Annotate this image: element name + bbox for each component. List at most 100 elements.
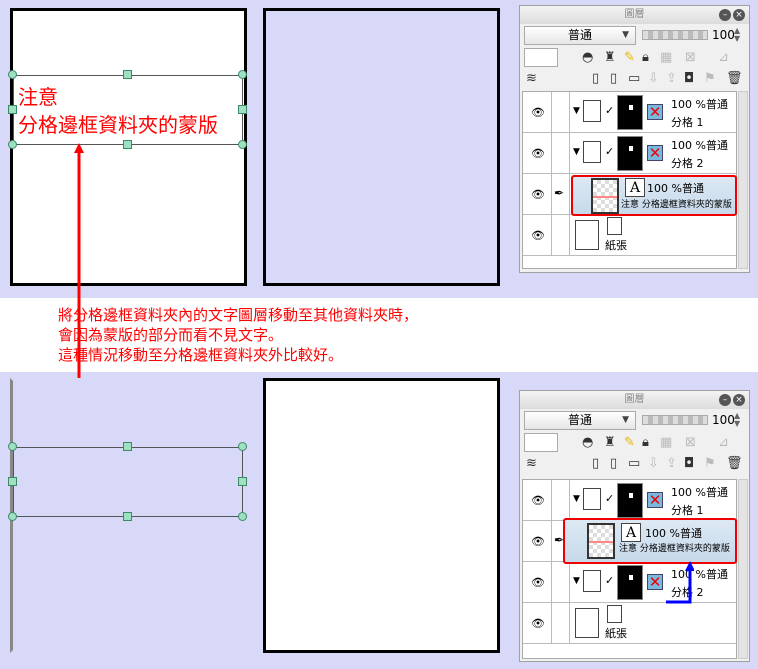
close-icon[interactable]: × — [733, 394, 745, 406]
layer-list-scrollbar[interactable] — [738, 91, 748, 269]
handle[interactable] — [123, 70, 132, 79]
minimize-icon[interactable]: – — [719, 9, 731, 21]
selected-layer-highlight[interactable]: A 100 %普通 注意 分格邊框資料夾的蒙版 — [571, 175, 737, 216]
layer-opacity-mode: 100 %普通 — [671, 568, 728, 581]
layer-row-text[interactable]: 👁︎ ✒︎ A 100 %普通 注意 分格邊框資料夾的蒙版 — [523, 174, 737, 216]
opacity-slider[interactable] — [642, 415, 708, 425]
handle[interactable] — [123, 442, 132, 451]
lock-icon[interactable]: 🔒︎ — [642, 435, 649, 450]
opacity-value[interactable]: 100 — [712, 413, 735, 427]
expand-triangle-icon[interactable]: ▼ — [573, 576, 580, 586]
handle[interactable] — [8, 105, 17, 114]
text-selection-box-moved[interactable] — [13, 447, 243, 517]
merge-down-icon[interactable]: ⇪ — [666, 71, 677, 86]
eye-icon[interactable]: 👁︎ — [531, 535, 545, 548]
new-folder-icon[interactable]: ▭ — [628, 71, 641, 86]
layers-icon[interactable]: ≋ — [526, 71, 537, 86]
new-folder-icon[interactable]: ▭ — [628, 456, 641, 471]
expand-triangle-icon[interactable]: ▼ — [573, 147, 580, 157]
blue-arrow-shaft — [666, 568, 692, 604]
opacity-value[interactable]: 100 — [712, 28, 735, 42]
handle[interactable] — [123, 512, 132, 521]
handle[interactable] — [238, 512, 247, 521]
merge-down-icon[interactable]: ⇪ — [666, 456, 677, 471]
layer-row-frame-2[interactable]: 👁︎ ▼ ✓ ✕ 100 %普通 分格 2 — [523, 133, 736, 174]
lock-transparent-icon[interactable]: ▦ — [660, 435, 673, 450]
handle[interactable] — [8, 140, 17, 149]
create-mask-icon[interactable]: ◘ — [684, 71, 695, 86]
pen-color-icon[interactable]: ✎ — [624, 50, 635, 65]
handle[interactable] — [8, 70, 17, 79]
layers-icon[interactable]: ≋ — [526, 456, 537, 471]
mask-disabled-icon: ✕ — [647, 573, 663, 591]
chevron-down-icon: ▼ — [622, 30, 629, 40]
layer-row-frame-1[interactable]: 👁︎ ▼ ✓ ✕ 100 %普通 分格 1 — [523, 480, 736, 521]
frame-folder-icon — [583, 100, 601, 122]
paper-layer-icon — [607, 605, 622, 623]
selected-layer-highlight[interactable]: A 100 %普通 注意 分格邊框資料夾的蒙版 — [563, 518, 737, 564]
reference-icon[interactable]: ♜ — [604, 435, 616, 450]
expand-triangle-icon[interactable]: ▼ — [573, 106, 580, 116]
pen-color-icon[interactable]: ✎ — [624, 435, 635, 450]
layer-row-paper[interactable]: 👁︎ 紙張 — [523, 215, 736, 256]
expand-triangle-icon[interactable]: ▼ — [573, 494, 580, 504]
layer-name: 分格 1 — [671, 116, 704, 129]
eye-icon[interactable]: 👁︎ — [531, 106, 545, 119]
opacity-spinner[interactable]: ▲▼ — [734, 26, 741, 43]
handle[interactable] — [238, 477, 247, 486]
layer-opacity-mode: 100 %普通 — [671, 98, 728, 111]
layer-list-scrollbar[interactable] — [738, 479, 748, 659]
handle[interactable] — [8, 512, 17, 521]
lock-icon[interactable]: 🔒︎ — [642, 50, 649, 65]
new-raster-layer-icon[interactable]: ▯ — [592, 456, 600, 471]
delete-layer-icon[interactable]: 🗑︎ — [726, 71, 743, 86]
new-vector-layer-icon[interactable]: ▯ — [610, 456, 618, 471]
handle[interactable] — [238, 70, 247, 79]
layer-row-frame-2[interactable]: 👁︎ ▼ ✓ ✕ 100 %普通 分格 2 — [523, 562, 736, 603]
layer-opacity-mode: 100 %普通 — [645, 527, 702, 540]
clip-icon[interactable]: ◓ — [582, 435, 594, 450]
eye-icon[interactable]: 👁︎ — [531, 147, 545, 160]
close-icon[interactable]: × — [733, 9, 745, 21]
new-raster-layer-icon[interactable]: ▯ — [592, 71, 600, 86]
minimize-icon[interactable]: – — [719, 394, 731, 406]
layer-row-frame-1[interactable]: 👁︎ ▼ ✓ ✕ 100 %普通 分格 1 — [523, 92, 736, 133]
clip-icon[interactable]: ◓ — [582, 50, 594, 65]
eye-icon[interactable]: 👁︎ — [531, 617, 545, 630]
handle[interactable] — [123, 140, 132, 149]
handle[interactable] — [238, 105, 247, 114]
layer-row-text-moved[interactable]: 👁︎ ✒︎ A 100 %普通 注意 分格邊框資料夾的蒙版 — [523, 518, 737, 564]
blue-move-arrow — [666, 561, 694, 604]
handle[interactable] — [238, 442, 247, 451]
ruler-icon[interactable]: ⊿ — [718, 50, 729, 65]
create-mask-icon[interactable]: ◘ — [684, 456, 695, 471]
text-layer-line1: 注意 — [18, 85, 58, 109]
apply-mask-icon[interactable]: ⚑ — [704, 71, 716, 86]
eye-icon[interactable]: 👁︎ — [531, 229, 545, 242]
transfer-down-icon[interactable]: ⇩ — [648, 71, 659, 86]
eye-icon[interactable]: 👁︎ — [531, 576, 545, 589]
new-vector-layer-icon[interactable]: ▯ — [610, 71, 618, 86]
transfer-down-icon[interactable]: ⇩ — [648, 456, 659, 471]
opacity-slider[interactable] — [642, 30, 708, 40]
handle[interactable] — [8, 442, 17, 451]
opacity-spinner[interactable]: ▲▼ — [734, 411, 741, 428]
handle[interactable] — [238, 140, 247, 149]
color-swatch-dropdown[interactable] — [524, 48, 558, 67]
mask-enable-icon[interactable]: ⊠ — [685, 50, 696, 65]
paper-thumbnail — [575, 608, 599, 638]
layer-row-paper[interactable]: 👁︎ 紙張 — [523, 603, 736, 644]
lock-transparent-icon[interactable]: ▦ — [660, 50, 673, 65]
handle[interactable] — [8, 477, 17, 486]
blend-mode-select[interactable]: 普通▼ — [524, 26, 636, 45]
reference-icon[interactable]: ♜ — [604, 50, 616, 65]
mask-enable-icon[interactable]: ⊠ — [685, 435, 696, 450]
delete-layer-icon[interactable]: 🗑︎ — [726, 456, 743, 471]
eye-icon[interactable]: 👁︎ — [531, 494, 545, 507]
color-swatch-dropdown[interactable] — [524, 433, 558, 452]
frame-folder-icon — [583, 141, 601, 163]
eye-icon[interactable]: 👁︎ — [531, 188, 545, 201]
blend-mode-select[interactable]: 普通▼ — [524, 411, 636, 430]
ruler-icon[interactable]: ⊿ — [718, 435, 729, 450]
apply-mask-icon[interactable]: ⚑ — [704, 456, 716, 471]
